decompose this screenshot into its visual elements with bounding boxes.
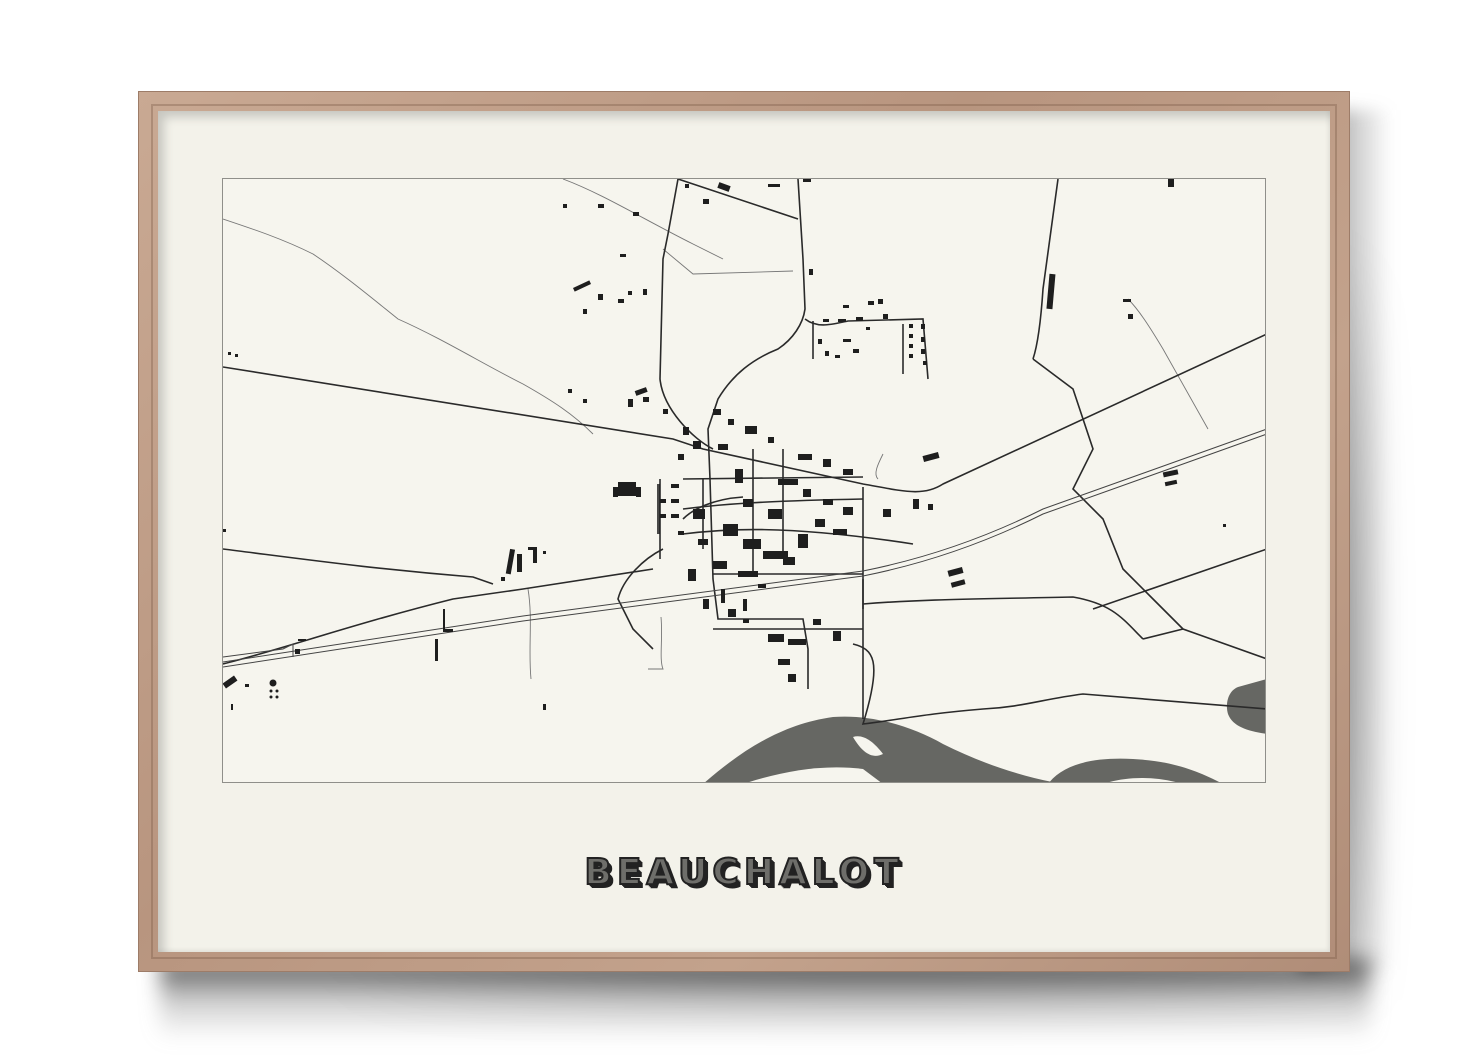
railway bbox=[223, 429, 1265, 668]
poster-title: BEAUCHALOT bbox=[583, 851, 904, 894]
frame-bottom-shadow bbox=[160, 960, 1370, 1040]
buildings bbox=[223, 179, 1226, 710]
footpaths bbox=[223, 179, 1209, 680]
roads bbox=[223, 179, 1265, 725]
river-shape bbox=[705, 716, 1220, 782]
town-map bbox=[223, 179, 1265, 782]
map-area bbox=[222, 178, 1266, 783]
